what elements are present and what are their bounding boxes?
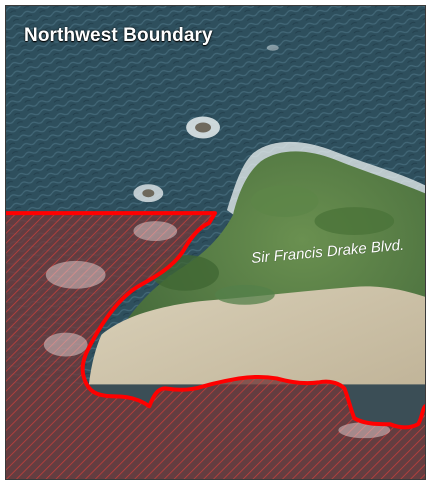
aerial-map	[6, 6, 425, 479]
map-title: Northwest Boundary	[24, 25, 213, 46]
hatch-pattern	[6, 213, 425, 479]
boundary-line	[6, 211, 425, 430]
offshore-rocks	[133, 44, 279, 203]
vegetation	[151, 185, 395, 305]
surf-patches	[43, 221, 391, 439]
map-frame: Northwest Boundary Sir Francis Drake Blv…	[5, 5, 426, 480]
